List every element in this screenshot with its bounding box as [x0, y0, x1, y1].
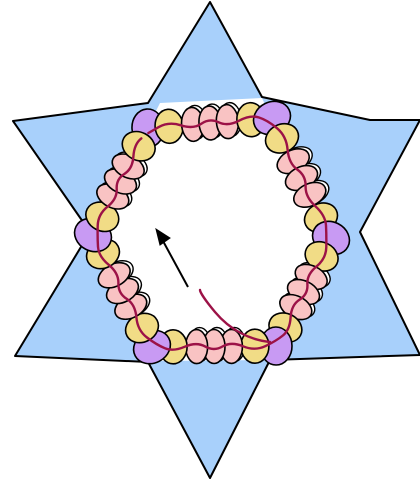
star-center-hole: [95, 98, 322, 361]
star-shape: [12, 1, 420, 479]
thread-path: [96, 115, 328, 351]
arrow-shaft: [162, 240, 189, 288]
direction-arrow: [155, 227, 189, 288]
arrow-head-icon: [155, 227, 171, 246]
